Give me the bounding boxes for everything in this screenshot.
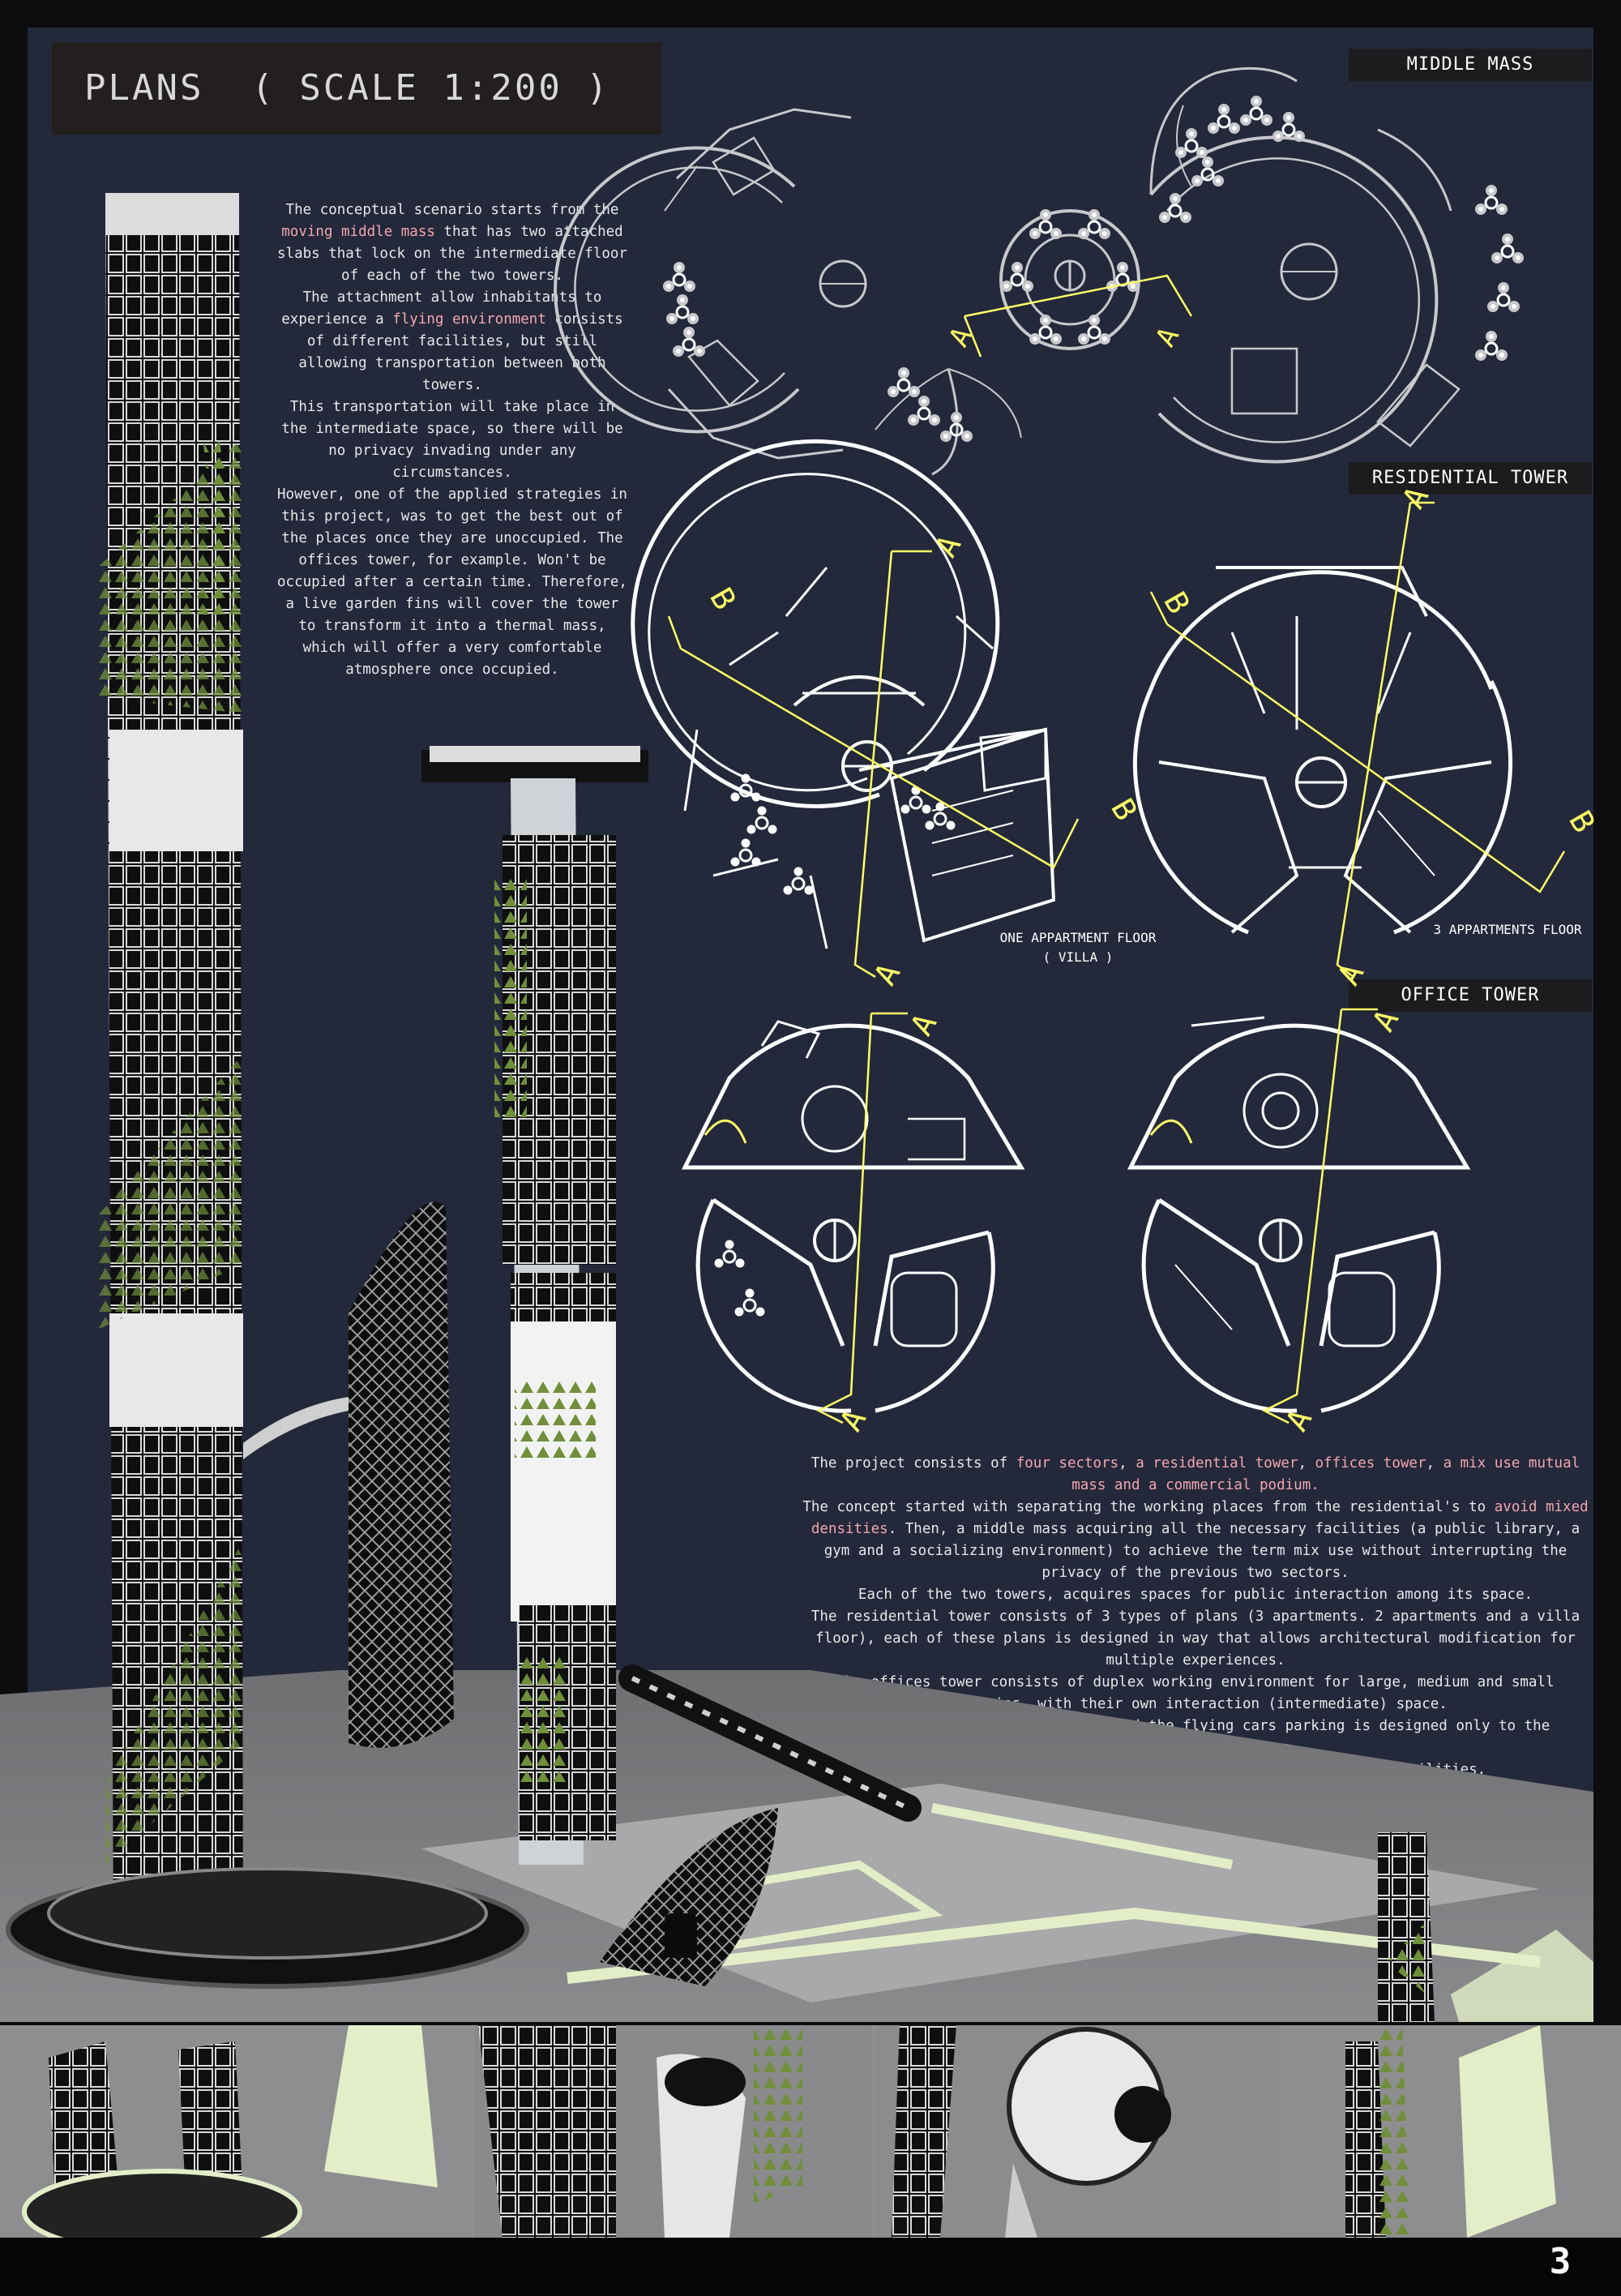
villa-floor-plan [631, 439, 1056, 949]
body-text: Both towers possess sky gardens and the … [840, 1718, 1550, 1756]
body-text: However, one of the applied strategies i… [277, 486, 627, 678]
body-text: Each of the two towers, acquires spaces … [858, 1587, 1533, 1603]
project-paragraph-item: Both towers possess sky gardens and the … [798, 1716, 1593, 1759]
section-marker-a: A [1279, 1403, 1319, 1437]
section-marker-a: A [1396, 481, 1436, 515]
project-paragraph-item: The concept started with separating the … [798, 1497, 1593, 1584]
section-marker-a: A [833, 1403, 874, 1437]
body-text: The podium can be used by public and acq… [905, 1762, 1486, 1778]
intro-paragraph: The conceptual scenario starts from the … [274, 199, 631, 681]
highlight-text: offices tower [1315, 1455, 1426, 1471]
body-text: that has two attached slabs that lock on… [277, 224, 627, 284]
section-label-residential-tower: RESIDENTIAL TOWER [1349, 462, 1592, 495]
section-marker-a: A [943, 322, 979, 353]
highlight-text: flying environment [392, 311, 546, 328]
page-title: PLANS ( SCALE 1:200 ) [52, 42, 661, 135]
body-text: The conceptual scenario starts from the [285, 202, 619, 218]
section-marker-a: A [1366, 1004, 1406, 1038]
section-label-office-tower: OFFICE TOWER [1349, 979, 1592, 1012]
body-text: consists of different facilities, but st… [298, 311, 623, 393]
intro-paragraph-item: The conceptual scenario starts from the … [274, 199, 631, 287]
project-paragraph-item: Each of the two towers, acquires spaces … [798, 1584, 1593, 1606]
body-text: . Then, a middle mass acquiring all the … [823, 1521, 1580, 1581]
page-number: 3 [1549, 2241, 1572, 2282]
body-text: , [1118, 1455, 1136, 1471]
render-strip [0, 2025, 1621, 2238]
middle-mass-section-line [963, 274, 1193, 358]
caption-line: ( VILLA ) [1042, 949, 1114, 965]
project-paragraph-item: The podium can be used by public and acq… [798, 1759, 1593, 1781]
body-text: This transportation will take place in t… [281, 399, 623, 481]
project-paragraph-item: The offices tower consists of duplex wor… [798, 1672, 1593, 1716]
project-paragraph-item: The project consists of four sectors, a … [798, 1453, 1593, 1497]
highlight-text: avoid mixed densities [810, 1499, 1589, 1537]
intro-paragraph-item: However, one of the applied strategies i… [274, 484, 631, 681]
office-floor-plan-2 [1127, 1016, 1471, 1413]
section-marker-a: A [1331, 957, 1371, 992]
body-text: , [1298, 1455, 1315, 1471]
body-text: The project consists of [810, 1455, 1016, 1471]
highlight-text: a mix use mutual mass and a commercial p… [1071, 1455, 1580, 1493]
caption-line: ONE APPARTMENT FLOOR [999, 930, 1157, 945]
body-text: , [1426, 1455, 1444, 1471]
section-marker-b: B [1562, 805, 1602, 839]
intro-paragraph-item: The attachment allow inhabitants to expe… [274, 287, 631, 396]
three-apartments-floor-plan [1132, 566, 1513, 935]
middle-mass-plan [554, 66, 1524, 476]
project-description: The project consists of four sectors, a … [798, 1453, 1593, 1781]
office-floor-plan-1 [681, 1020, 1025, 1413]
bottom-bar [0, 2238, 1621, 2296]
plan-caption-villa: ONE APPARTMENT FLOOR ( VILLA ) [956, 928, 1200, 967]
body-text: The offices tower consists of duplex wor… [836, 1674, 1555, 1712]
floor-plans: A A [554, 66, 1602, 1437]
section-label-middle-mass: MIDDLE MASS [1349, 49, 1592, 81]
section-marker-a: A [867, 957, 908, 992]
project-paragraph-item: The residential tower consists of 3 type… [798, 1606, 1593, 1672]
render-thumb-4 [1285, 2025, 1621, 2238]
intro-paragraph-item: This transportation will take place in t… [274, 396, 631, 484]
highlight-text: a residential tower [1136, 1455, 1298, 1471]
body-text: The residential tower consists of 3 type… [810, 1608, 1580, 1668]
highlight-text: moving middle mass [281, 224, 435, 240]
highlight-text: four sectors [1016, 1455, 1119, 1471]
section-marker-a: A [1149, 322, 1186, 353]
section-marker-b: B [703, 582, 743, 616]
plan-caption-three-apartments: 3 APPARTMENTS FLOOR [1433, 922, 1582, 937]
body-text: The concept started with separating the … [802, 1499, 1495, 1515]
body-text: The attachment allow inhabitants to expe… [281, 289, 602, 328]
